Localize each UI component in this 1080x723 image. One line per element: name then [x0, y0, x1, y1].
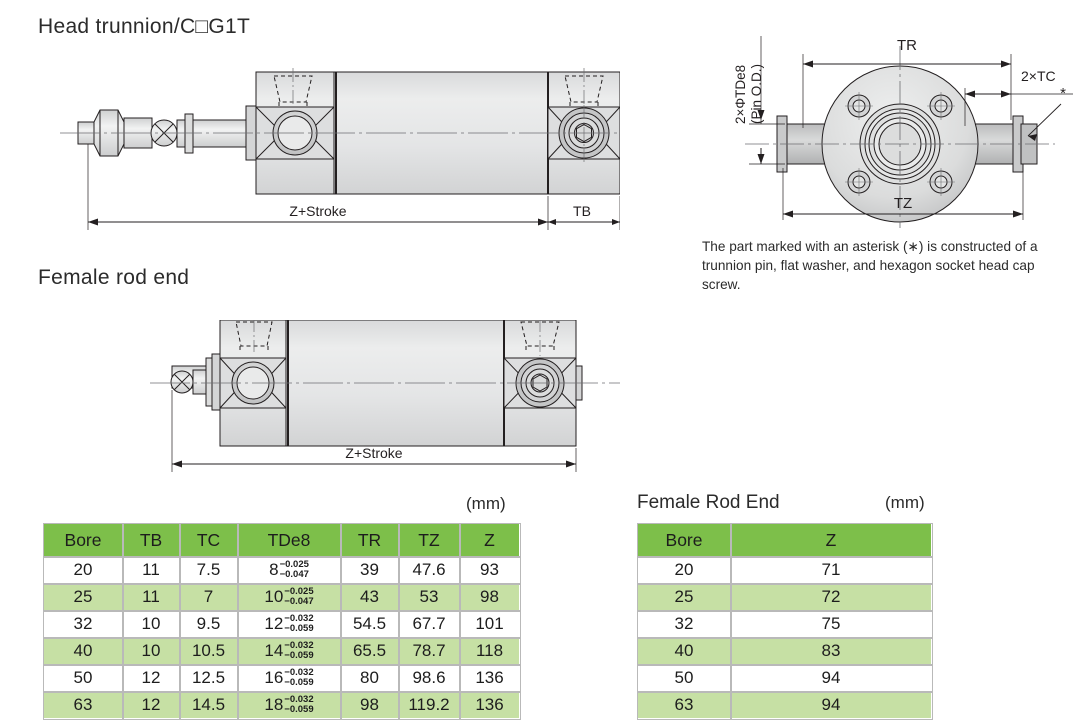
cell-tz: 67.7 [397, 609, 461, 639]
cell-bore: 63 [636, 690, 732, 720]
dim-label-pin-od-line1: 2×ΦTDe8 [733, 65, 748, 124]
dim-label-tz: TZ [894, 195, 912, 212]
cell-tz: 78.7 [397, 636, 461, 666]
units-label-female-rod-end-table: (mm) [885, 493, 925, 512]
dim-label-2xtc: 2×TC [1021, 68, 1056, 84]
cell-tde8: 10−0.025−0.047 [236, 582, 342, 612]
cell-z: 72 [729, 582, 933, 612]
cell-tz: 119.2 [397, 690, 461, 720]
drawing-head-trunnion: Z+Stroke TB [60, 68, 620, 230]
col-header-tz: TZ [397, 522, 461, 558]
cell-tde8: 14−0.032−0.059 [236, 636, 342, 666]
female-rod-end-table-title: Female Rod End [637, 492, 780, 513]
cell-bore: 32 [42, 609, 124, 639]
cell-z: 136 [458, 690, 521, 720]
dim-label-z-stroke-female: Z+Stroke [345, 445, 402, 461]
cell-z: 93 [458, 555, 521, 585]
cell-z: 75 [729, 609, 933, 639]
cell-z: 98 [458, 582, 521, 612]
units-label-main-table: (mm) [466, 494, 506, 513]
cell-z: 118 [458, 636, 521, 666]
cell-z: 136 [458, 663, 521, 693]
col-header-z: Z [729, 522, 933, 558]
cell-tb: 12 [121, 663, 181, 693]
cell-bore: 25 [42, 582, 124, 612]
cell-tb: 11 [121, 582, 181, 612]
cell-z: 94 [729, 690, 933, 720]
cell-tde8: 12−0.032−0.059 [236, 609, 342, 639]
drawing-female-rod-end: Z+Stroke [150, 320, 620, 472]
cell-tc: 14.5 [178, 690, 239, 720]
cell-tz: 98.6 [397, 663, 461, 693]
cell-tc: 9.5 [178, 609, 239, 639]
cell-tc: 7 [178, 582, 239, 612]
cell-z: 94 [729, 663, 933, 693]
cell-z: 101 [458, 609, 521, 639]
asterisk-note-text: The part marked with an asterisk (∗) is … [702, 239, 1038, 292]
col-header-tde8: TDe8 [236, 522, 342, 558]
cell-tb: 12 [121, 690, 181, 720]
dim-label-pin-od-line2: (Pin O.D.) [749, 64, 764, 124]
cell-tz: 47.6 [397, 555, 461, 585]
cell-tde8: 18−0.032−0.059 [236, 690, 342, 720]
dim-label-tr: TR [897, 37, 917, 54]
cell-bore: 20 [42, 555, 124, 585]
cell-bore: 50 [42, 663, 124, 693]
cell-bore: 20 [636, 555, 732, 585]
cell-z: 71 [729, 555, 933, 585]
cell-tr: 54.5 [339, 609, 400, 639]
cell-tc: 7.5 [178, 555, 239, 585]
cell-bore: 50 [636, 663, 732, 693]
cell-z: 83 [729, 636, 933, 666]
cell-tz: 53 [397, 582, 461, 612]
cell-tr: 39 [339, 555, 400, 585]
drawing-trunnion-end-view: TR 2×TC * TZ 2×ΦTDe8 (Pin O.D.) [733, 36, 1073, 228]
cell-tr: 65.5 [339, 636, 400, 666]
page-title-female-rod-end: Female rod end [38, 266, 190, 289]
cell-tc: 12.5 [178, 663, 239, 693]
table-header-row: Bore Z [636, 522, 933, 558]
cell-tde8: 8−0.025−0.047 [236, 555, 342, 585]
asterisk-marker: * [1060, 85, 1066, 102]
cell-tr: 43 [339, 582, 400, 612]
cell-tde8: 16−0.032−0.059 [236, 663, 342, 693]
page-title-head-trunnion: Head trunnion/C□G1T [38, 15, 251, 38]
cell-tb: 10 [121, 609, 181, 639]
cell-tr: 98 [339, 690, 400, 720]
col-header-tr: TR [339, 522, 400, 558]
col-header-tb: TB [121, 522, 181, 558]
col-header-bore: Bore [636, 522, 732, 558]
table-header-row: Bore TB TC TDe8 TR TZ Z [42, 522, 521, 558]
col-header-z: Z [458, 522, 521, 558]
cell-bore: 63 [42, 690, 124, 720]
cell-bore: 40 [42, 636, 124, 666]
cell-tb: 10 [121, 636, 181, 666]
dim-label-tb: TB [573, 203, 591, 219]
cell-bore: 40 [636, 636, 732, 666]
cell-tb: 11 [121, 555, 181, 585]
cell-tr: 80 [339, 663, 400, 693]
dim-label-z-stroke-head: Z+Stroke [289, 203, 346, 219]
cell-tc: 10.5 [178, 636, 239, 666]
cell-bore: 32 [636, 609, 732, 639]
col-header-bore: Bore [42, 522, 124, 558]
cell-bore: 25 [636, 582, 732, 612]
col-header-tc: TC [178, 522, 239, 558]
